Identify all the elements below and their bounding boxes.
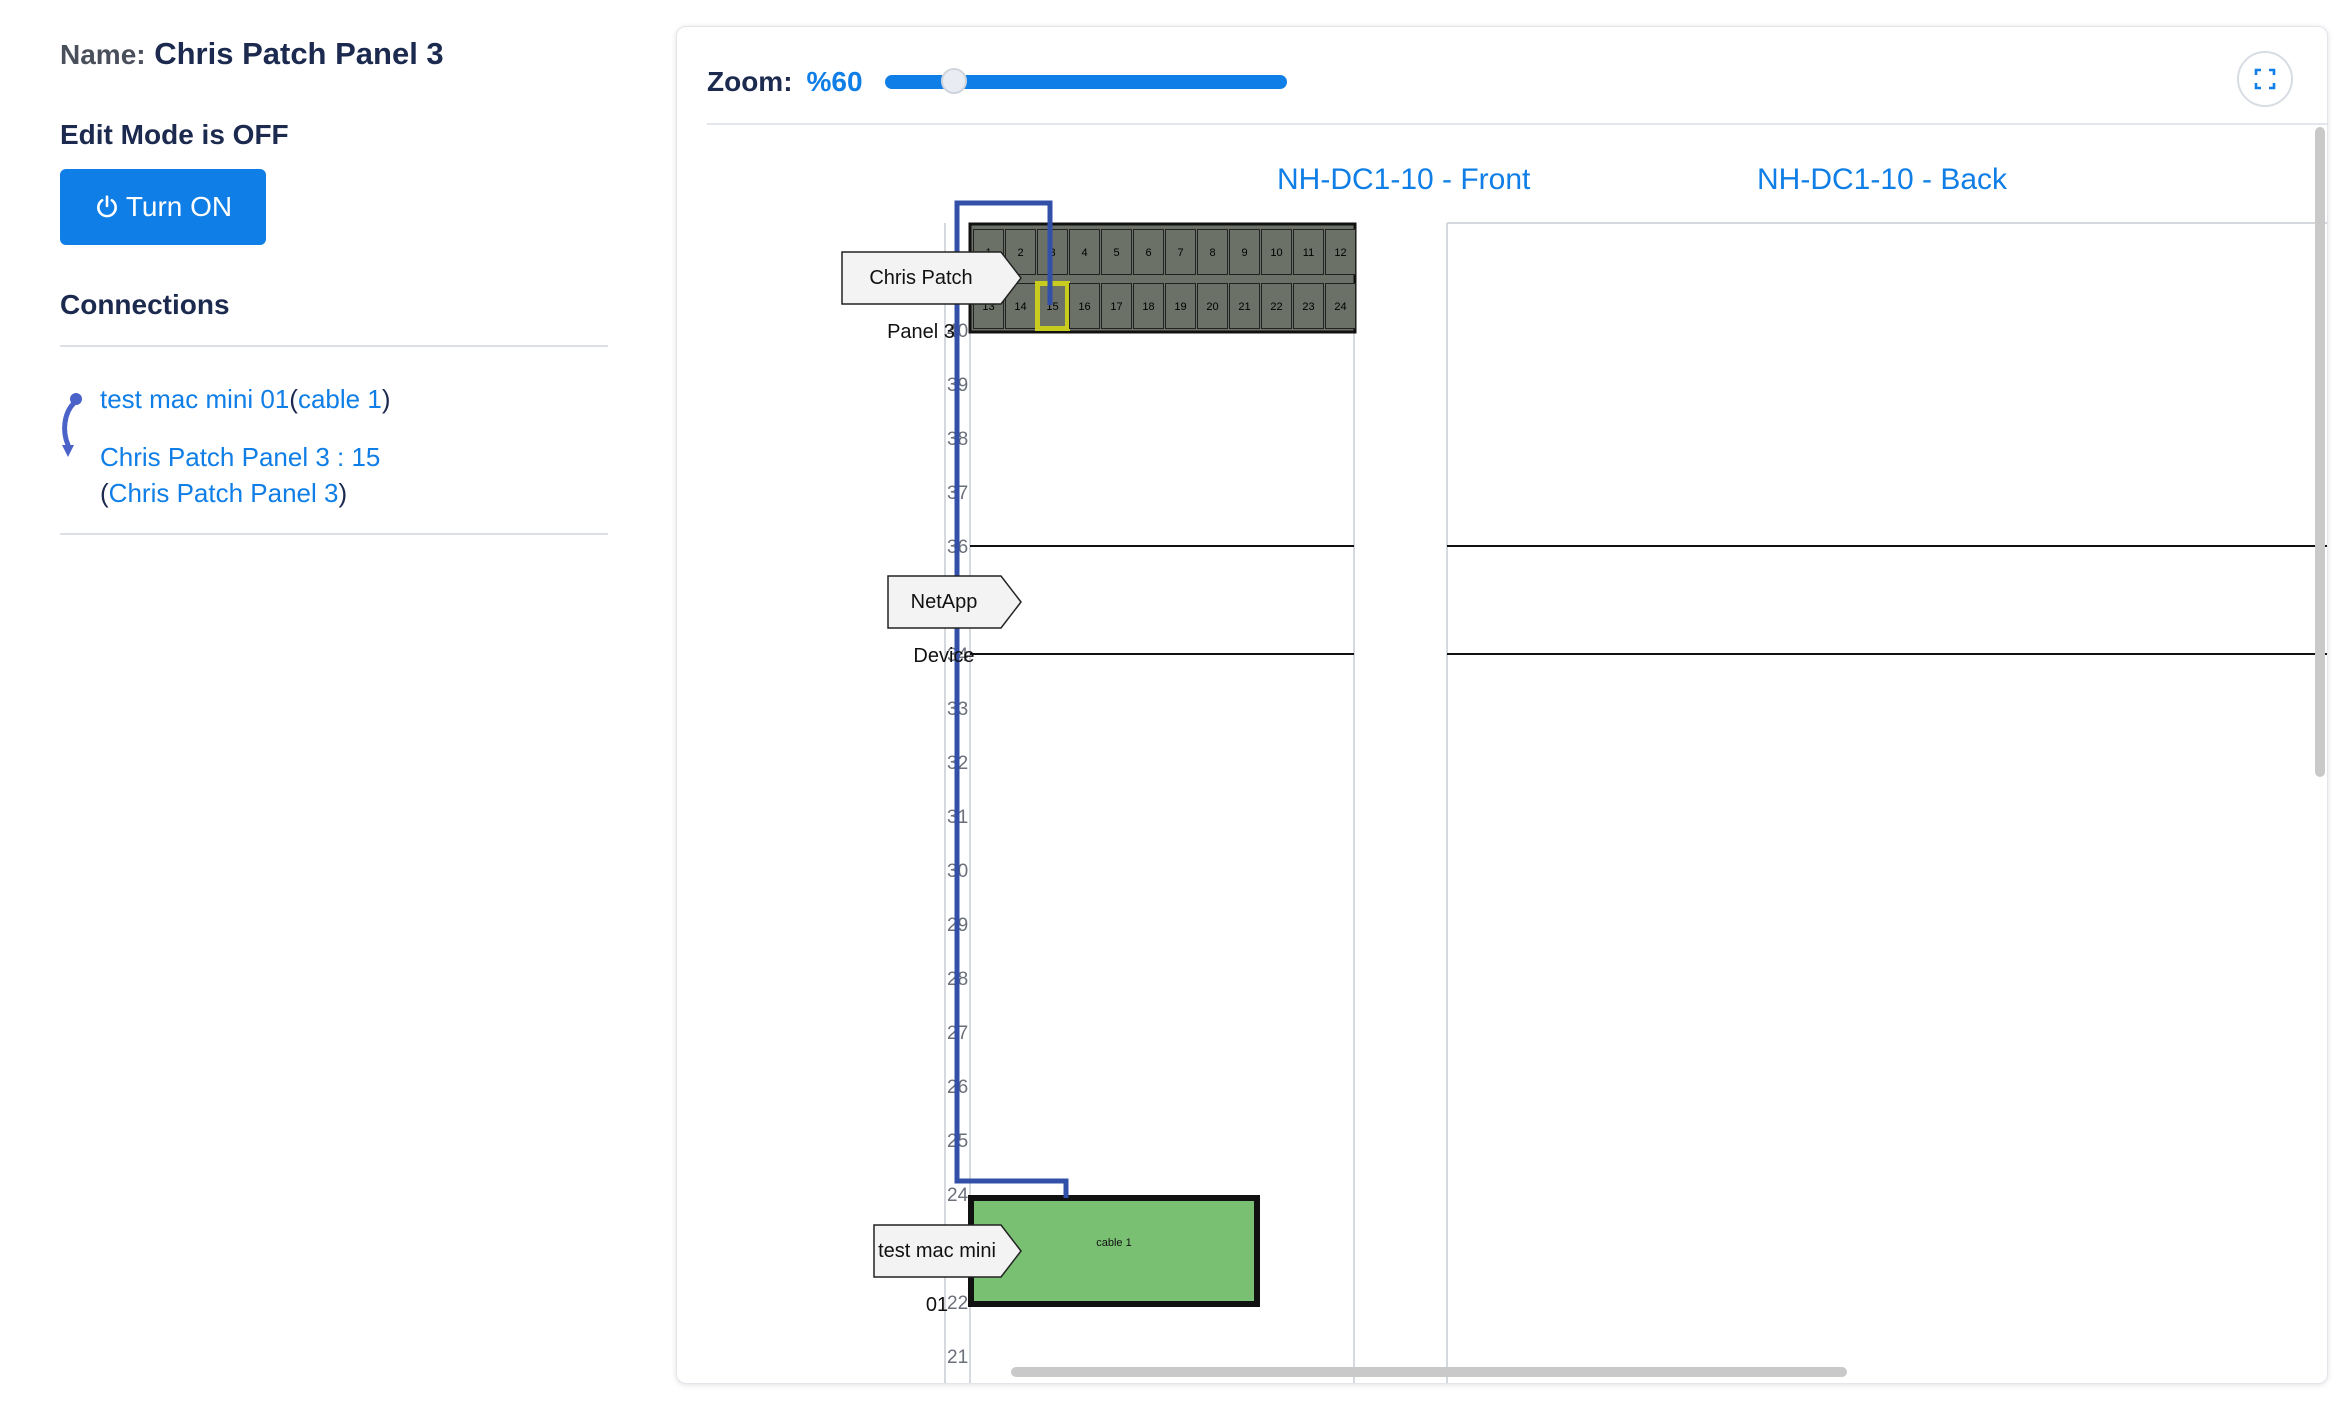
patch-port-21[interactable]: 21 — [1229, 283, 1260, 329]
patch-port-23[interactable]: 23 — [1293, 283, 1324, 329]
patch-port-16[interactable]: 16 — [1069, 283, 1100, 329]
patch-port-4[interactable]: 4 — [1069, 229, 1100, 275]
rack-unit-number: 38 — [947, 429, 969, 450]
edit-mode-status: Edit Mode is OFF — [60, 119, 289, 150]
zoom-slider-thumb[interactable] — [940, 68, 967, 94]
divider — [60, 345, 608, 347]
power-icon — [96, 195, 117, 218]
patch-port-12[interactable]: 12 — [1325, 229, 1356, 275]
rack-unit-number: 33 — [947, 699, 969, 720]
rack-unit-number: 27 — [947, 1023, 969, 1044]
connection-line-1: test mac mini 01(cable 1) — [100, 381, 608, 417]
rack-unit-number: 21 — [947, 1347, 969, 1368]
rack-unit-number: 30 — [947, 861, 969, 882]
front-rack-title: NH-DC1-10 - Front — [1277, 163, 1531, 196]
cable-icon — [62, 393, 82, 457]
patch-port-18[interactable]: 18 — [1133, 283, 1164, 329]
toolbar-divider — [707, 123, 2327, 125]
rack-unit-number: 29 — [947, 915, 969, 936]
connection-line-2: Chris Patch Panel 3 : 15 — [100, 439, 608, 475]
patch-port-6[interactable]: 6 — [1133, 229, 1164, 275]
rack-unit-number: 31 — [947, 807, 969, 828]
rack-unit-number: 39 — [947, 375, 969, 396]
details-panel: Name: Chris Patch Panel 3 Edit Mode is O… — [60, 30, 608, 535]
close-paren-2: ) — [338, 478, 348, 508]
patch-port-20[interactable]: 20 — [1197, 283, 1228, 329]
patch-port-17[interactable]: 17 — [1101, 283, 1132, 329]
zoom-toolbar: Zoom: %60 — [707, 57, 1287, 107]
turn-on-label: Turn ON — [125, 191, 233, 222]
rack-unit-number: 36 — [947, 537, 969, 558]
rack-unit-number: 26 — [947, 1077, 969, 1098]
device-name: Chris Patch Panel 3 — [154, 36, 444, 71]
port-link[interactable]: Chris Patch Panel 3 : 15 — [100, 442, 381, 472]
close-paren: ) — [381, 384, 391, 414]
patch-port-10[interactable]: 10 — [1261, 229, 1292, 275]
rack-unit-number: 22 — [947, 1293, 969, 1314]
open-paren-2: ( — [100, 478, 109, 508]
rack-unit-number: 37 — [947, 483, 969, 504]
turn-on-button[interactable]: Turn ON — [60, 169, 266, 245]
connection-line-3: (Chris Patch Panel 3) — [100, 475, 608, 511]
patch-port-7[interactable]: 7 — [1165, 229, 1196, 275]
cable-label: cable 1 — [1096, 1237, 1132, 1249]
mac-mini-label[interactable]: test mac mini 01 — [873, 1224, 1023, 1316]
rack-unit-number: 25 — [947, 1131, 969, 1152]
rack-unit-number: 24 — [947, 1185, 969, 1206]
fullscreen-icon — [2254, 68, 2276, 90]
rack-viewer-card: Zoom: %60 NH-DC1-10 - Front NH-DC1-10 - … — [676, 26, 2328, 1384]
rack-unit-number: 32 — [947, 753, 969, 774]
zoom-value: %60 — [806, 66, 863, 97]
zoom-slider[interactable] — [884, 68, 1287, 94]
horizontal-scrollbar[interactable] — [1011, 1367, 1847, 1377]
patch-port-3[interactable]: 3 — [1037, 229, 1068, 275]
rack-unit-number: 28 — [947, 969, 969, 990]
device-name-row: Name: Chris Patch Panel 3 — [60, 30, 608, 79]
name-label: Name: — [60, 39, 146, 70]
connections-title: Connections — [60, 289, 230, 320]
connection-item: test mac mini 01(cable 1) Chris Patch Pa… — [60, 381, 608, 511]
panel-link[interactable]: Chris Patch Panel 3 — [108, 478, 339, 508]
divider — [60, 533, 608, 535]
patch-port-11[interactable]: 11 — [1293, 229, 1324, 275]
patch-port-9[interactable]: 9 — [1229, 229, 1260, 275]
open-paren: ( — [289, 384, 298, 414]
patch-port-19[interactable]: 19 — [1165, 283, 1196, 329]
netapp-label[interactable]: NetApp Device — [887, 575, 1023, 667]
cable-link[interactable]: cable 1 — [297, 384, 382, 414]
back-rack-title: NH-DC1-10 - Back — [1757, 163, 2008, 196]
patch-port-22[interactable]: 22 — [1261, 283, 1292, 329]
patch-port-15[interactable]: 15 — [1035, 281, 1070, 331]
zoom-label: Zoom: — [707, 66, 793, 97]
patch-port-8[interactable]: 8 — [1197, 229, 1228, 275]
patch-port-24[interactable]: 24 — [1325, 283, 1356, 329]
device-link[interactable]: test mac mini 01 — [100, 384, 290, 414]
patch-panel-label[interactable]: Chris Patch Panel 3 — [841, 251, 1023, 343]
rack-frame — [944, 222, 2327, 1383]
fullscreen-button[interactable] — [2237, 51, 2293, 107]
rack-canvas: NH-DC1-10 - Front NH-DC1-10 - Back 41403… — [677, 27, 2327, 1383]
patch-port-5[interactable]: 5 — [1101, 229, 1132, 275]
vertical-scrollbar[interactable] — [2315, 127, 2325, 777]
